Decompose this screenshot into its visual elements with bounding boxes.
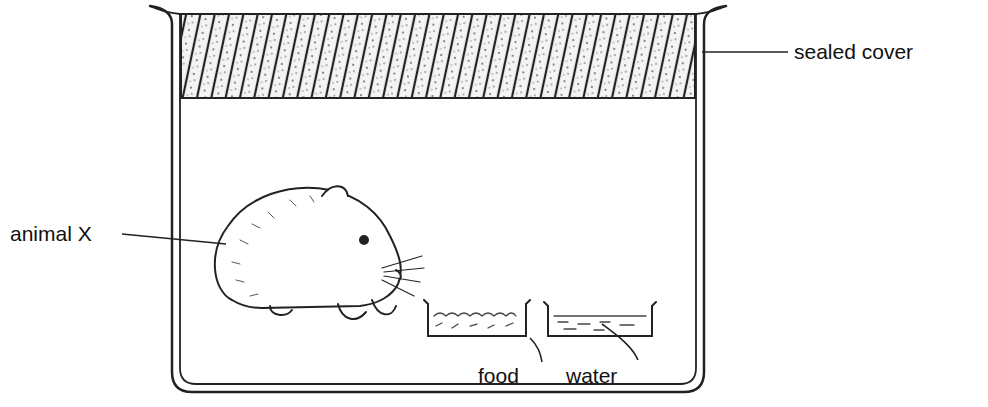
leader-line	[602, 324, 638, 360]
sealed-cover	[181, 14, 695, 98]
part-label: water	[566, 364, 617, 387]
part-label: food	[478, 364, 519, 387]
part-label: animal X	[10, 222, 92, 245]
leader-line	[122, 234, 226, 244]
container-wall	[150, 6, 726, 392]
animal-x	[215, 186, 424, 319]
container-inner-wall	[180, 14, 696, 384]
part-label: sealed cover	[794, 40, 913, 63]
water-dish	[544, 302, 656, 336]
leader-line	[530, 338, 542, 362]
leader-line	[702, 51, 788, 53]
food-dish	[424, 300, 530, 336]
